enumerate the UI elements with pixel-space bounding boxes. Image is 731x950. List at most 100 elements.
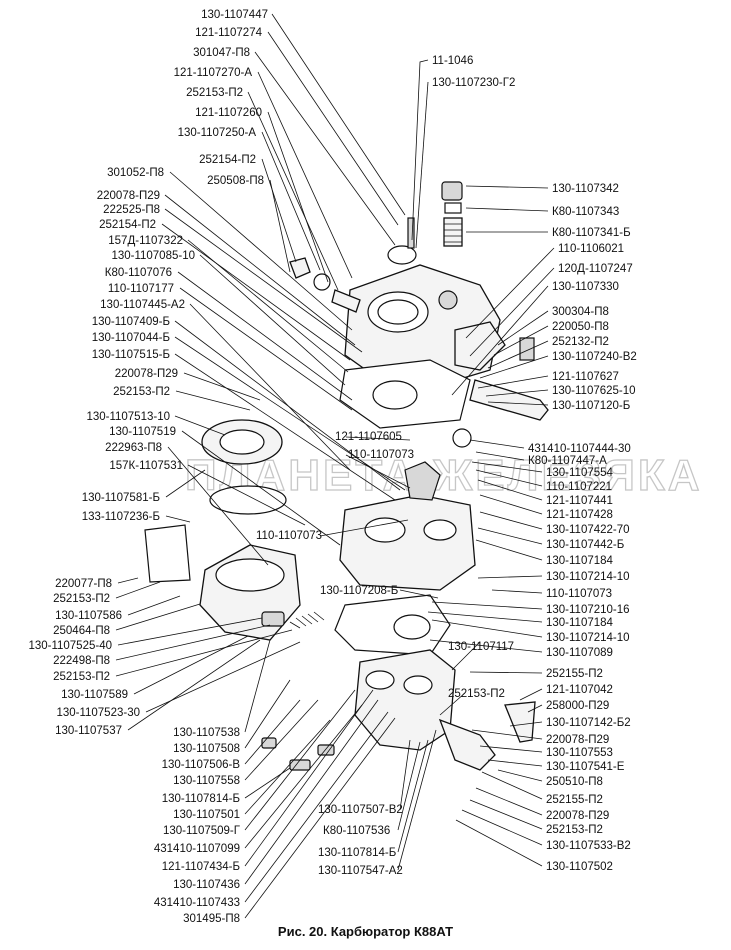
part-label: 130-1107250-А — [178, 127, 257, 139]
leader-lines — [115, 13, 555, 919]
part-label: 133-1107236-Б — [82, 511, 160, 523]
part-label: 110-1107073 — [256, 530, 322, 542]
part-label: 121-1107434-Б — [162, 861, 240, 873]
part-label: 252153-П2 — [113, 386, 170, 398]
figure-caption: Рис. 20. Карбюратор К88АТ — [277, 924, 454, 939]
part-label: 222525-П8 — [103, 204, 160, 216]
part-label: 130-1107085-10 — [111, 250, 195, 262]
part-label: 130-1107447 — [201, 9, 268, 21]
part-label: 130-1107509-Г — [163, 825, 241, 837]
part-label: 130-1107330 — [552, 281, 619, 293]
part-label: 130-1107501 — [173, 809, 240, 821]
part-label: 130-1107553 — [546, 747, 613, 759]
part-label: 130-1107089 — [546, 647, 613, 659]
part-label: 121-1107428 — [546, 509, 613, 521]
part-label: 120Д-1107247 — [558, 263, 633, 275]
part-label: К80-1107341-Б — [552, 227, 631, 239]
part-label: 130-1107422-70 — [546, 524, 630, 536]
part-label: 250510-П8 — [546, 776, 603, 788]
part-label: 252155-П2 — [546, 668, 603, 680]
part-label: 252155-П2 — [546, 794, 603, 806]
part-label: 130-1107523-30 — [56, 707, 140, 719]
part-label: 130-1107513-10 — [86, 411, 170, 423]
part-label: 300304-П8 — [552, 306, 609, 318]
part-label: 252153-П2 — [448, 688, 505, 700]
part-label: 258000-П29 — [546, 700, 609, 712]
part-label: 11-1046 — [432, 55, 473, 67]
part-label: 130-1107537 — [55, 725, 122, 737]
part-label: 130-1107120-Б — [552, 400, 630, 412]
part-label: 130-1107214-10 — [546, 571, 630, 583]
part-label: 130-1107409-Б — [92, 316, 170, 328]
part-label: 121-1107274 — [195, 27, 263, 39]
part-label: 130-1107515-Б — [92, 349, 170, 361]
part-label: 431410-1107099 — [154, 843, 240, 855]
part-label: 110-1107073 — [348, 449, 414, 461]
part-label: 130-1107210-16 — [546, 604, 630, 616]
part-label: 121-1107042 — [546, 684, 613, 696]
part-label: 220078-П29 — [546, 734, 609, 746]
part-label: 222963-П8 — [105, 442, 162, 454]
part-label: 130-1107525-40 — [28, 640, 112, 652]
part-label: 252132-П2 — [552, 336, 609, 348]
part-label: 130-1107445-А2 — [100, 299, 185, 311]
labels-bottom: 130-1107538 130-1107508 130-1107506-В 13… — [154, 727, 241, 925]
part-label: 110-1106021 — [558, 243, 624, 255]
part-label: 301047-П8 — [193, 47, 250, 59]
part-label: К80-1107343 — [552, 206, 619, 218]
part-label: 110-1107073 — [546, 588, 612, 600]
labels-right: 11-1046 130-1107230-Г2 130-1107342 К80-1… — [432, 55, 637, 873]
part-label: 130-1107625-10 — [552, 385, 636, 397]
part-label: 301495-П8 — [183, 913, 240, 925]
part-label: 130-1107538 — [173, 727, 240, 739]
part-label: 252153-П2 — [53, 593, 110, 605]
part-label: К80-1107447-А — [528, 455, 607, 467]
part-label: 130-1107240-В2 — [552, 351, 637, 363]
part-label: 431410-1107444-30 — [528, 443, 631, 455]
part-label: 121-1107605 — [335, 431, 402, 443]
part-label: 130-1107506-В — [162, 759, 241, 771]
part-label: 130-1107507-В2 — [318, 804, 403, 816]
part-label: 220077-П8 — [55, 578, 112, 590]
part-label: 130-1107230-Г2 — [432, 77, 515, 89]
part-label: 130-1107519 — [109, 426, 176, 438]
part-label: 220078-П29 — [115, 368, 178, 380]
part-label: 130-1107117 — [448, 641, 514, 653]
part-label: 130-1107214-10 — [546, 632, 630, 644]
part-label: 121-1107260 — [195, 107, 262, 119]
part-label: 250508-П8 — [207, 175, 264, 187]
part-label: 130-1107814-Б — [162, 793, 240, 805]
part-label: 130-1107814-Б — [318, 847, 396, 859]
part-label: 110-1107221 — [546, 481, 612, 493]
part-label: 130-1107533-В2 — [546, 840, 631, 852]
part-label: 250464-П8 — [53, 625, 110, 637]
part-label: 130-1107208-Б — [320, 585, 398, 597]
part-label: 157Д-1107322 — [108, 235, 183, 247]
part-label: 220078-П29 — [97, 190, 160, 202]
part-label: 301052-П8 — [107, 167, 164, 179]
part-label: 121-1107270-А — [174, 67, 253, 79]
part-label: 121-1107441 — [546, 495, 613, 507]
part-label: 157К-1107531 — [109, 460, 183, 472]
part-label: 130-1107184 — [546, 555, 614, 567]
part-label: 130-1107541-Е — [546, 761, 625, 773]
part-label: 222498-П8 — [53, 655, 110, 667]
part-label: 130-1107142-Б2 — [546, 717, 631, 729]
part-label: 130-1107342 — [552, 183, 619, 195]
part-label: 130-1107558 — [173, 775, 240, 787]
part-label: 130-1107442-Б — [546, 539, 624, 551]
part-label: 130-1107554 — [546, 467, 614, 479]
part-label: 431410-1107433 — [154, 897, 240, 909]
part-label: 110-1107177 — [108, 283, 174, 295]
labels-center: 121-1107605 110-1107073 110-1107073 130-… — [256, 431, 514, 877]
part-label: 220050-П8 — [552, 321, 609, 333]
part-label: 130-1107581-Б — [82, 492, 160, 504]
part-label: 130-1107589 — [61, 689, 128, 701]
part-label: 130-1107508 — [173, 743, 240, 755]
part-label: 220078-П29 — [546, 810, 609, 822]
part-label: 130-1107586 — [55, 610, 122, 622]
part-label: 130-1107436 — [173, 879, 240, 891]
part-label: К80-1107536 — [323, 825, 390, 837]
